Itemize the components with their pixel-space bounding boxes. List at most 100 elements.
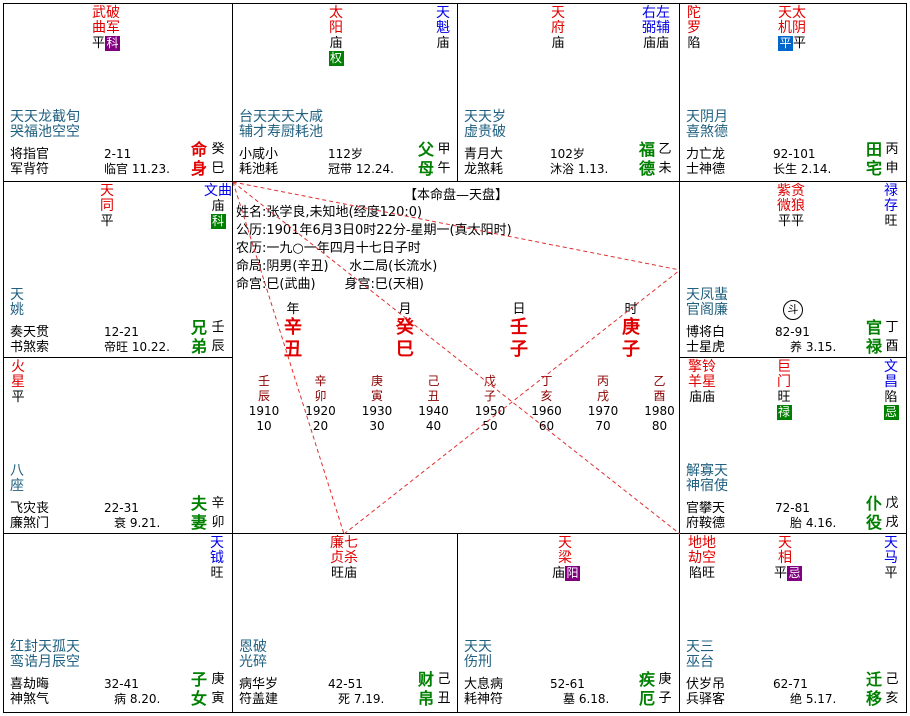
palace-mao[interactable]: 火 星 平 八 座 飞灾丧 廉煞门 22-31 衰 9.21. 夫 妻 辛 卯 [4,358,233,534]
star-lucun: 禄 存 旺 [883,184,899,230]
earth-branch: 卯 [211,515,225,530]
palace-hai[interactable]: 地地 劫空 陷旺 天 相 平忌 天 马 平 天三 巫台 伏岁吊 兵驿客 62-7… [680,534,906,712]
age-range: 52-61 [550,677,585,691]
brightness: 平平 [777,214,804,229]
minor-stars-2: 神宿使 [686,478,728,494]
palace-name-1: 仆 [865,494,882,513]
palace-name-1: 官 [865,318,882,337]
palace-name-2: 厄 [638,689,655,708]
minor-stars-1: 天阴月 [686,109,728,125]
gods-2: 士神德 [686,162,726,177]
main-star-ziwei-tanlang: 紫贪 微狼 平平 [775,184,807,230]
brightness: 旺 [777,390,791,405]
life-stage: 死 7.19. [338,692,385,706]
decade-year: 1970 [587,404,619,418]
minor-stars-1: 解寡天 [686,463,728,479]
decade-year: 1930 [361,404,393,418]
palace-name-2: 禄 [865,337,882,356]
star-char: 天 [100,183,114,199]
gods-1: 将指官 [10,147,50,162]
decade-branch: 酉 [653,389,666,403]
palace-shen[interactable]: 陀 罗 陷 天太 机阴 平平 天阴月 喜煞德 力亡龙 士神德 92-101 长生… [680,4,906,182]
gods-2: 神煞气 [10,692,50,707]
pillar-label: 月 [398,302,412,317]
pillar-day: 日 壬 子 [499,298,539,361]
gods-2: 廉煞门 [10,516,50,531]
decade-year: 1940 [418,404,449,418]
earth-branch: 戌 [885,515,899,530]
palace-name-2: 母 [417,159,434,178]
star-char: 天 [436,5,450,21]
star-char: 存 [884,198,898,214]
main-stars: 武破 曲军 平科 [92,6,124,51]
gods-2: 府鞍德 [686,516,726,531]
life-stage: 长生 2.14. [773,162,832,176]
palace-chen[interactable]: 天 同 平 文曲 庙 科 天 姚 奏天贯 书煞索 12-21 帝旺 10.22.… [4,182,233,358]
brightness: 平 [773,566,787,581]
minor-stars-1: 八 [10,463,24,479]
decade-branch: 辰 [257,389,270,403]
brightness: 平 [792,36,806,51]
palace-yin[interactable]: 天 钺 旺 红封天孤天 鸾诰月辰空 喜劫晦 神煞气 32-41 病 8.20. … [4,534,233,712]
gods-2: 耗神符 [464,692,504,707]
gods-1: 小咸小 [239,147,279,162]
hua-badge: 权 [328,51,344,66]
palace-name-1: 命 [190,140,207,159]
star-char: 弼辅 [642,20,670,36]
age-range: 92-101 [773,147,816,161]
pillar-label: 日 [512,302,526,317]
pillar-stem: 庚 [622,317,640,338]
star-char: 文曲 [204,183,232,199]
decade-age: 30 [369,419,385,433]
earth-branch: 寅 [211,691,225,706]
heaven-stem: 癸 [211,142,225,157]
palace-xu[interactable]: 擎铃 羊星 庙庙 巨 门 旺 禄 文 昌 陷 忌 解寡天 神宿使 官攀天 府鞍德… [680,358,906,534]
palace-you[interactable]: 紫贪 微狼 平平 禄 存 旺 斗 天凤蜚 官阁廉 博将白 士星虎 82-91 养… [680,182,906,358]
gods-1: 力亡龙 [686,147,726,162]
palace-name-2: 移 [865,689,882,708]
dou-jun-icon: 斗 [783,300,803,320]
life-stage: 衰 9.21. [114,516,161,530]
info-name: 姓名:张学良,未知地(经度120:0) [236,205,423,220]
main-star-lianzhen-qisha: 廉七 贞杀 旺庙 [328,536,360,582]
palace-name-2: 女 [190,689,207,708]
decade-branch: 戌 [596,389,609,403]
palace-chou[interactable]: 廉七 贞杀 旺庙 恩破 光碎 病华岁 符盖建 42-51 死 7.19. 财 帛… [233,534,458,712]
star-char: 门 [777,374,791,390]
brightness: 旺 [210,566,224,581]
minor-stars-1: 天凤蜚 [686,287,728,303]
palace-name-2: 弟 [190,337,207,356]
brightness: 平 [92,36,106,51]
palace-name-1: 田 [865,140,882,159]
age-range: 82-91 [775,325,810,339]
palace-zi[interactable]: 天 梁 庙阳 天天 伤刑 大息病 耗神符 52-61 墓 6.18. 疾 厄 庚… [458,534,680,712]
star-qingyang-lingxing: 擎铃 羊星 庙庙 [686,359,718,406]
palace-wu[interactable]: 太 阳 庙 权 天 魁 庙 台天天天大咸 辅才寿厨耗池 小咸小 耗池耗 112岁… [233,4,458,182]
brightness: 庙庙 [642,36,669,51]
hua-badge: 科 [105,36,121,51]
palace-wei[interactable]: 天 府 庙 右左 弼辅 庙庙 天天岁 虚贵破 青月大 龙煞耗 102岁 沐浴 1… [458,4,680,182]
star-char: 擎铃 [688,359,716,375]
star-char: 罗 [687,20,701,36]
heaven-stem: 庚 [658,672,672,687]
decade-age: 70 [595,419,611,433]
star-char: 相 [778,550,792,566]
palace-si[interactable]: 武破 曲军 平科 天天龙截旬 哭福池空空 将指官 军背符 2-11 临官 11.… [4,4,233,182]
star-char: 天 [884,535,898,551]
star-char: 微狼 [777,198,805,214]
gods-1: 青月大 [464,147,504,162]
gods-1: 喜劫晦 [10,677,50,692]
age-range: 12-21 [104,325,139,339]
age-range: 2-11 [104,147,132,161]
decade-stem: 壬 [257,374,270,388]
life-stage: 墓 6.18. [563,692,610,706]
pillar-branch: 巳 [396,339,414,360]
age-range: 42-51 [328,677,363,691]
palace-name-2: 役 [865,513,882,532]
pillar-month: 月 癸 巳 [385,298,425,361]
pillar-branch: 子 [510,339,528,360]
gods-1: 博将白 [686,325,726,340]
pillar-label: 时 [624,302,638,317]
